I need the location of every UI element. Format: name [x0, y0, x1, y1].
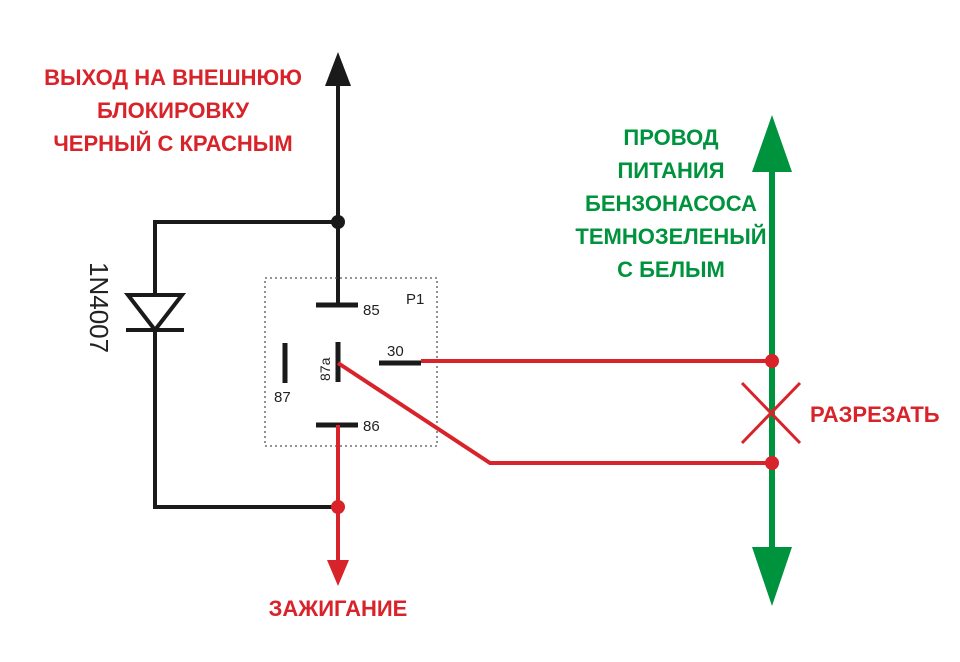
green-arrow-up-icon — [752, 115, 792, 172]
fuel-pump-line-2: ПИТАНИЯ — [617, 158, 724, 183]
pin-label-86: 86 — [363, 418, 380, 435]
green-arrow-down-icon — [752, 547, 792, 606]
junction-dot-top — [331, 215, 345, 229]
lock-output-line-1: ВЫХОД НА ВНЕШНЮЮ — [44, 65, 302, 90]
fuel-pump-line-5: С БЕЛЫМ — [617, 257, 725, 282]
junction-dot-ignition — [331, 500, 345, 514]
lock-output-line-3: ЧЕРНЫЙ С КРАСНЫМ — [53, 131, 292, 156]
output-arrow-up-icon — [325, 52, 351, 86]
cut-label: РАЗРЕЗАТЬ — [810, 402, 940, 427]
fuel-pump-line-4: ТЕМНОЗЕЛЕНЫЙ — [575, 224, 766, 249]
red-wire-from-87a — [336, 361, 772, 465]
fuel-pump-line-1: ПРОВОД — [623, 125, 718, 150]
pin-label-87: 87 — [274, 389, 291, 406]
diode-symbol-icon — [123, 293, 187, 334]
cut-mark-icon-stroke-2 — [740, 381, 802, 445]
ignition-arrow-down-icon — [327, 560, 349, 586]
relay-label-p1: P1 — [406, 291, 424, 308]
pin-label-30: 30 — [387, 343, 404, 360]
lock-output-line-2: БЛОКИРОВКУ — [97, 98, 249, 123]
pin-label-85: 85 — [363, 302, 380, 319]
ignition-label: ЗАЖИГАНИЕ — [269, 596, 408, 621]
junction-dot-87a — [765, 456, 779, 470]
pin-label-87a: 87a — [317, 357, 333, 381]
diode-label: 1N4007 — [84, 262, 114, 353]
black-wire-diode-loop — [153, 220, 338, 509]
junction-dot-30 — [765, 354, 779, 368]
fuel-pump-line-3: БЕНЗОНАСОСА — [585, 191, 757, 216]
